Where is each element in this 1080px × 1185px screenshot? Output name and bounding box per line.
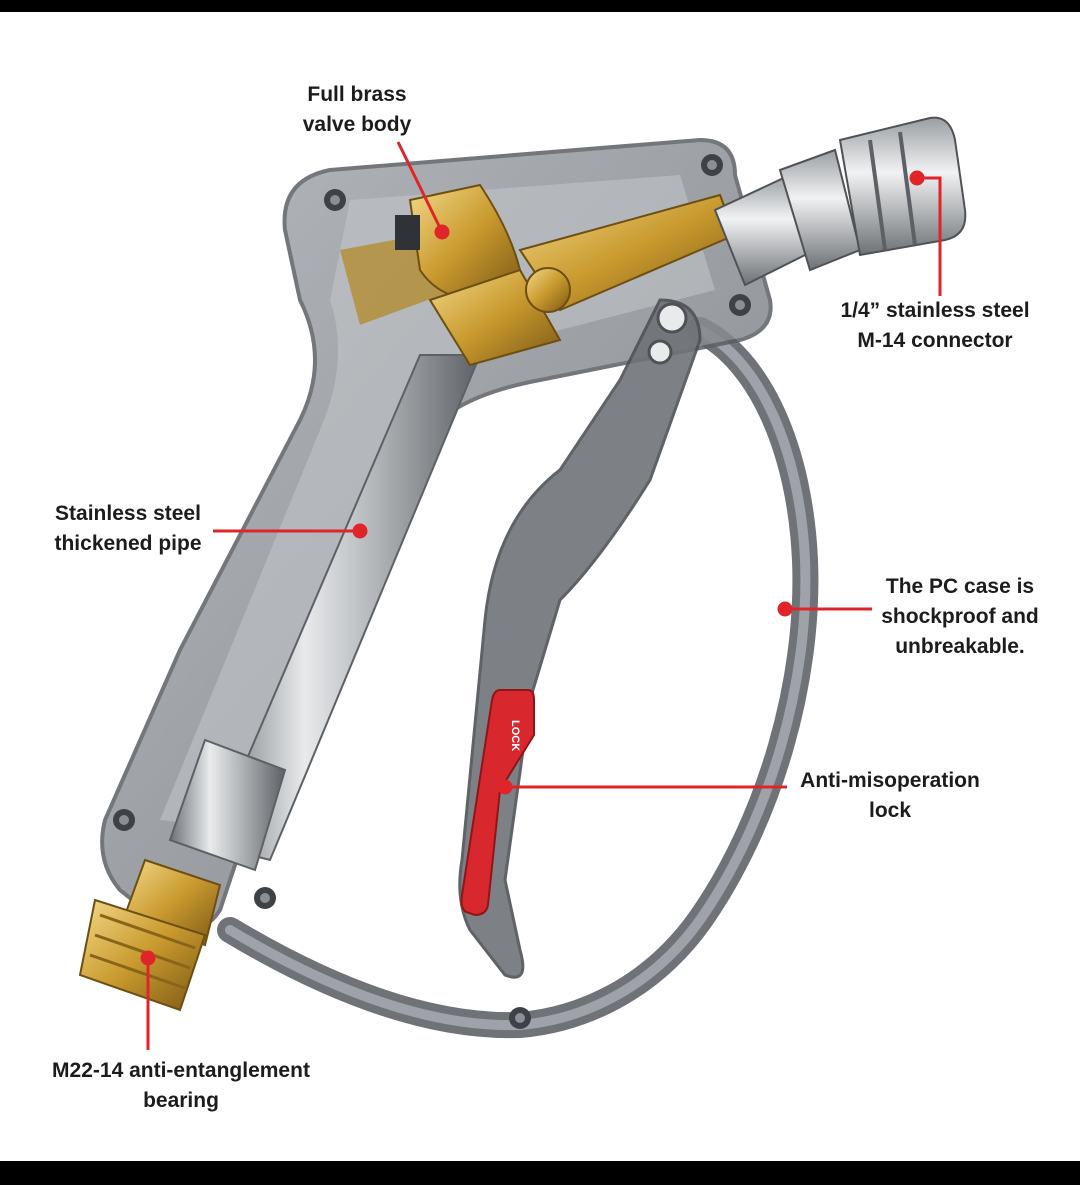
quick-connector xyxy=(713,116,967,287)
bearing-label-line2: bearing xyxy=(143,1089,219,1112)
bearing-label-line1: M22-14 anti-entanglement xyxy=(52,1059,310,1082)
brass-valve-label-line1: Full brass xyxy=(307,83,407,106)
bearing-label: M22-14 anti-entanglement bearing xyxy=(20,1056,342,1116)
callout-brass-dot xyxy=(434,224,450,240)
brass-bearing xyxy=(78,858,222,1012)
pipe-label-line1: Stainless steel xyxy=(55,502,201,525)
pipe-label: Stainless steel thickened pipe xyxy=(30,499,226,559)
lock-label-line2: lock xyxy=(868,799,912,822)
lock-text: LOCK xyxy=(509,720,521,751)
brass-valve-label: Full brass valve body xyxy=(287,80,427,140)
pc-case-label-line2: shockproof and xyxy=(881,605,1039,628)
callout-case-dot xyxy=(777,601,793,617)
trigger-lever xyxy=(458,298,702,979)
pipe-label-line2: thickened pipe xyxy=(54,532,202,555)
top-border xyxy=(0,0,1080,12)
callout-connector-line xyxy=(917,176,942,296)
steel-pipe xyxy=(168,354,482,872)
connector-label-line1: 1/4” stainless steel xyxy=(840,299,1030,322)
callout-pipe-dot xyxy=(352,523,368,539)
connector-label: 1/4” stainless steel M-14 connector xyxy=(820,296,1050,356)
bottom-border xyxy=(0,1161,1080,1185)
callout-lines xyxy=(140,141,942,1050)
connector-label-line2: M-14 connector xyxy=(857,329,1013,352)
pc-case-label-line3: unbreakable. xyxy=(895,635,1025,658)
callout-connector-dot xyxy=(909,170,925,186)
callout-lock-dot xyxy=(497,779,513,795)
screw-icon xyxy=(113,154,751,1029)
pc-case-label-line1: The PC case is xyxy=(885,575,1035,598)
pc-case-label: The PC case is shockproof and unbreakabl… xyxy=(860,572,1060,662)
callout-bearing-dot xyxy=(140,950,156,966)
lock-label: Anti-misoperation lock xyxy=(780,766,1000,826)
brass-valve xyxy=(340,183,737,367)
brass-valve-label-line2: valve body xyxy=(302,113,412,136)
lock-label-line1: Anti-misoperation xyxy=(800,769,980,792)
callout-brass-line xyxy=(396,141,444,233)
lock-switch: LOCK xyxy=(460,689,535,917)
trigger-guard xyxy=(217,317,819,1039)
